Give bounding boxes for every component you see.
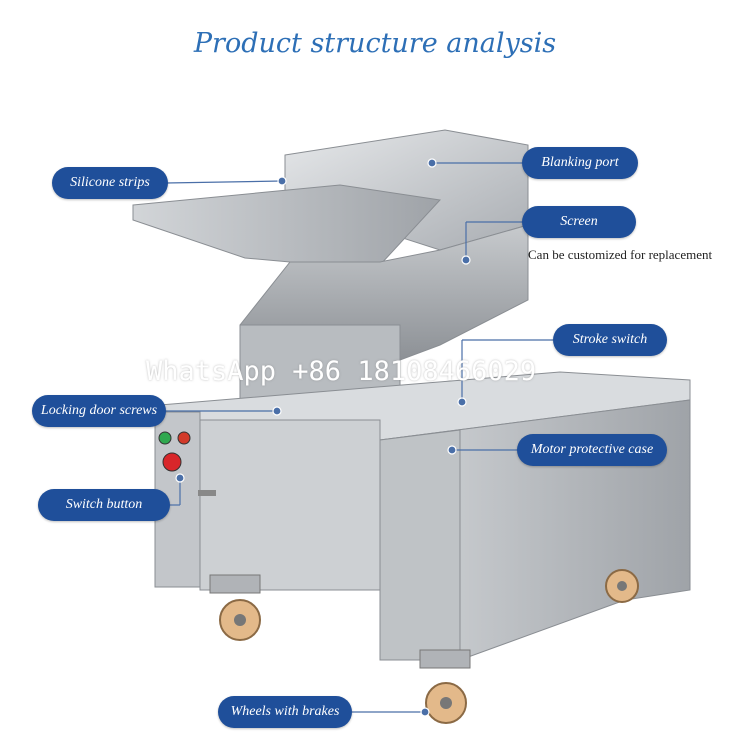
- label-silicone-strips: Silicone strips: [52, 167, 168, 199]
- wheel-front-left: [209, 574, 261, 641]
- label-stroke-switch: Stroke switch: [553, 324, 667, 356]
- page-title: Product structure analysis: [193, 28, 557, 59]
- access-door: [199, 419, 381, 591]
- indicator-green: [158, 431, 172, 445]
- indicator-red: [177, 431, 191, 445]
- watermark-text: WhatsApp +86 18108466029: [146, 356, 537, 387]
- emergency-stop-button: [162, 452, 182, 472]
- feeding-tray: [132, 184, 442, 266]
- label-screen-note: Can be customized for replacement: [528, 247, 713, 262]
- leader-silicone: [165, 180, 283, 184]
- wheel-front-right: [419, 649, 471, 724]
- label-screen: Screen: [522, 206, 636, 238]
- label-wheels-with-brakes: Wheels with brakes: [218, 696, 352, 728]
- wheel-back-right: [605, 569, 639, 603]
- motor-case-side: [379, 429, 461, 661]
- label-motor-protective-case: Motor protective case: [517, 434, 667, 466]
- label-blanking-port: Blanking port: [522, 147, 638, 179]
- door-handle: [198, 490, 216, 496]
- label-locking-door-screws: Locking door screws: [32, 395, 166, 427]
- label-switch-button: Switch button: [38, 489, 170, 521]
